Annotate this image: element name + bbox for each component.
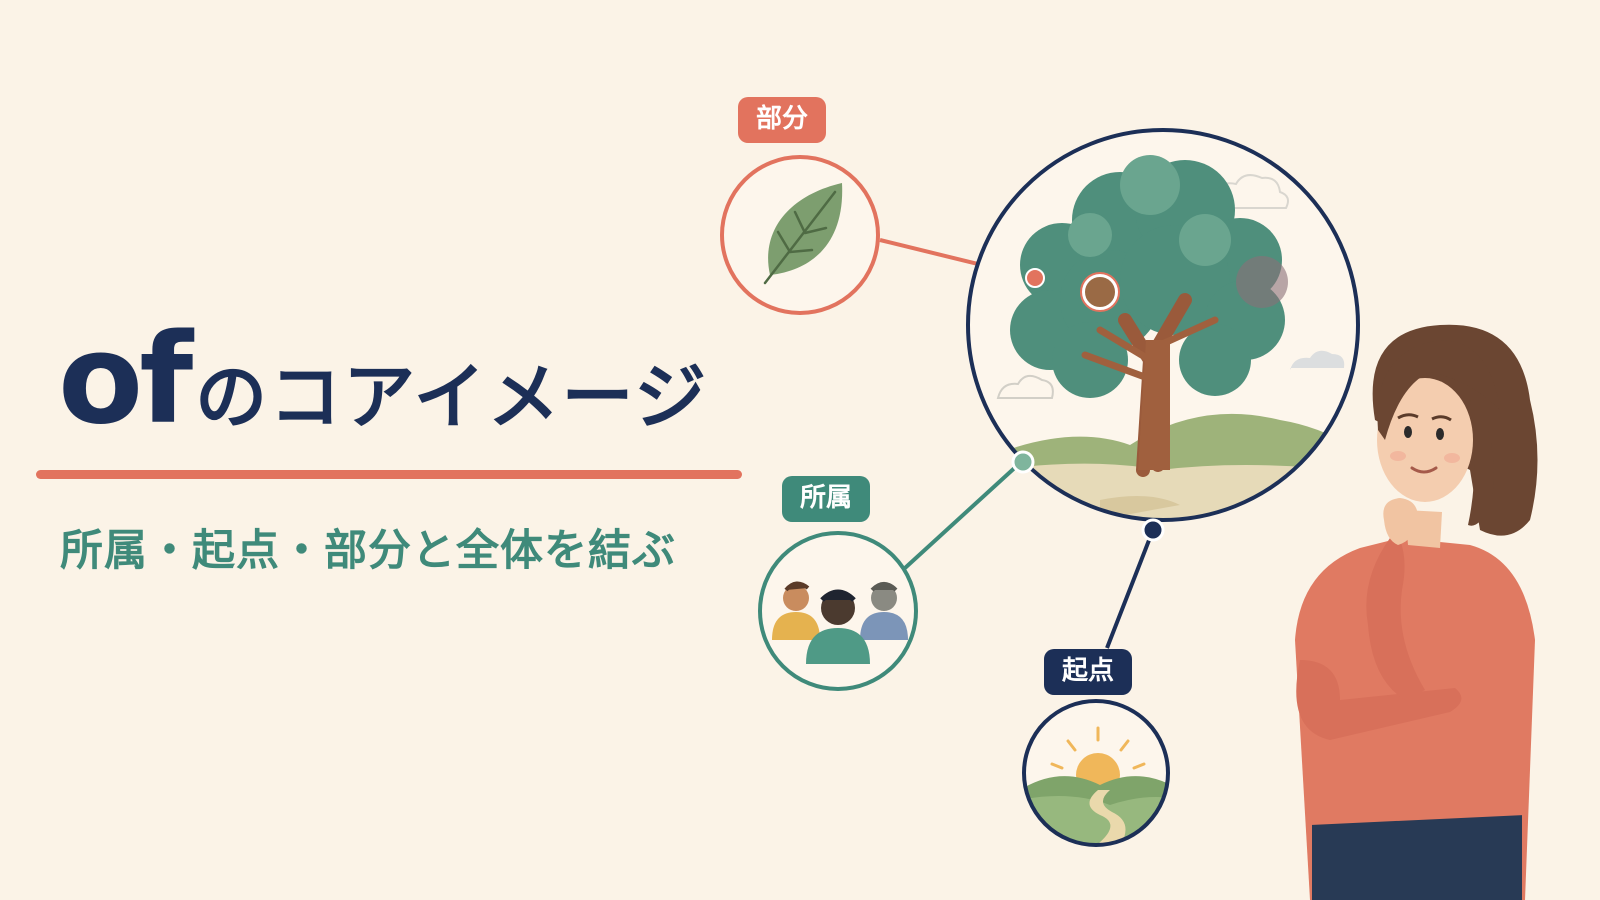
- title-prefix: of: [58, 308, 193, 452]
- title-underline: [36, 470, 742, 479]
- affiliation-label: 所属: [782, 476, 871, 522]
- part-highlight-marker: [1081, 273, 1119, 311]
- connector-origin: [1105, 529, 1155, 649]
- part-label: 部分: [738, 97, 827, 143]
- leaf-icon: [763, 183, 843, 285]
- part-circle: [720, 155, 880, 315]
- part-connector-dot: [1025, 268, 1045, 288]
- whole-circle: [966, 128, 1360, 522]
- page-title: ofのコアイメージ: [58, 318, 708, 442]
- page-subtitle: 所属・起点・部分と全体を結ぶ: [60, 526, 676, 576]
- people-group-icon: [772, 581, 908, 664]
- affiliation-connector-dot: [1011, 450, 1035, 474]
- origin-label: 起点: [1044, 649, 1133, 695]
- origin-connector-dot: [1141, 518, 1165, 542]
- connector-affiliation: [903, 461, 1022, 570]
- title-main: のコアイメージ: [195, 355, 709, 439]
- thinking-woman-illustration: [1295, 324, 1538, 900]
- affiliation-circle: [758, 531, 918, 691]
- origin-circle: [1022, 699, 1170, 847]
